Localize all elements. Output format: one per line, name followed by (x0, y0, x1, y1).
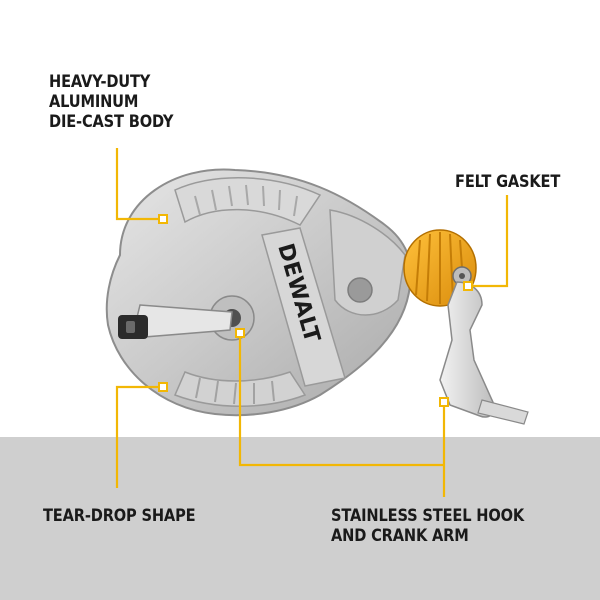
callout-tear-line-1: TEAR-DROP SHAPE (43, 506, 196, 526)
callout-label-tear-drop: TEAR-DROP SHAPE (43, 506, 196, 526)
callout-body-line-3: DIE-CAST BODY (49, 112, 174, 132)
callout-lines (115, 148, 509, 497)
stainless-steel-hook (439, 281, 529, 425)
callout-body-line-2: ALUMINUM (49, 92, 139, 112)
callout-markers (158, 214, 473, 407)
callout-felt-line-1: FELT GASKET (455, 172, 561, 192)
chalk-reel-body (105, 168, 413, 417)
callout-body-line-1: HEAVY-DUTY (49, 72, 151, 92)
callout-hook-line-2: AND CRANK ARM (331, 526, 469, 546)
callout-label-body: HEAVY-DUTY ALUMINUM DIE-CAST BODY (49, 72, 173, 132)
callout-label-felt-gasket: FELT GASKET (455, 172, 560, 192)
callout-label-hook: STAINLESS STEEL HOOK AND CRANK ARM (331, 506, 524, 546)
callout-hook-line-1: STAINLESS STEEL HOOK (331, 506, 525, 526)
